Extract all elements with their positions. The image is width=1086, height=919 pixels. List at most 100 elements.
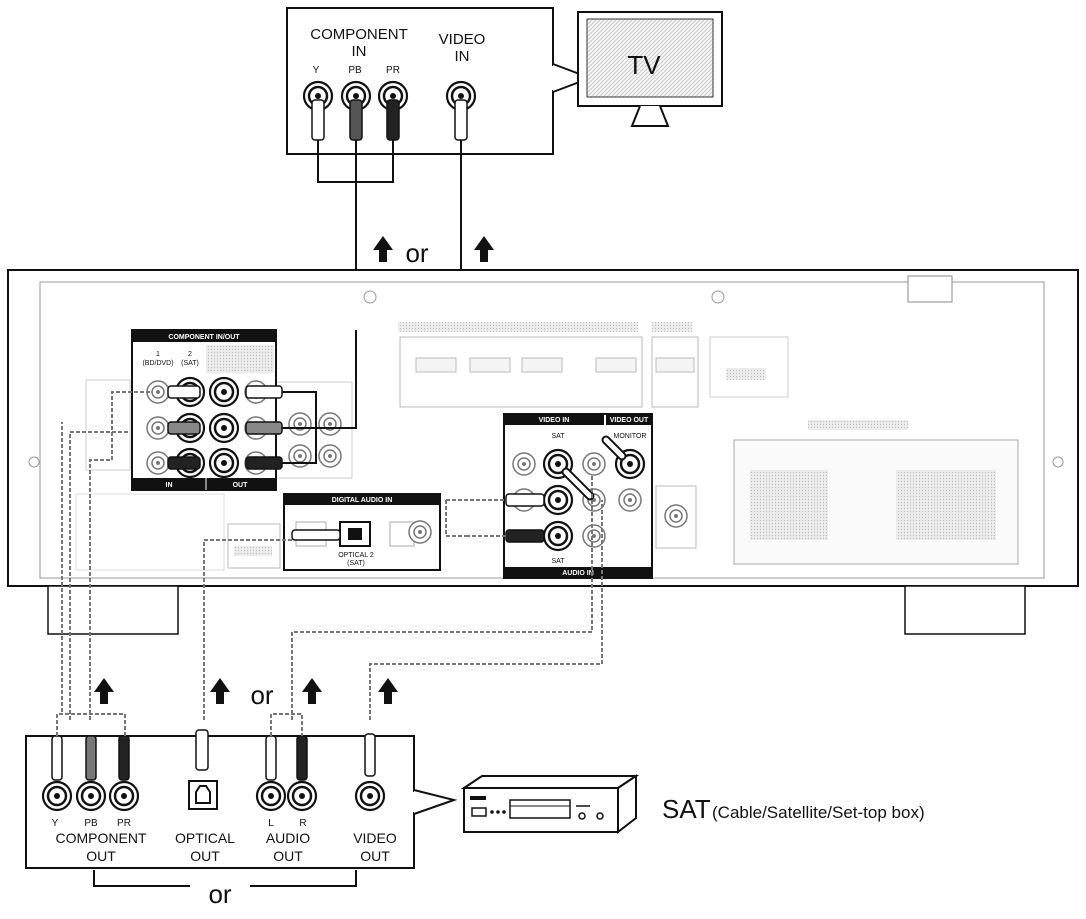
audio-in-sat-l-jack: [542, 484, 574, 516]
component-in1-pr-jack: [146, 451, 170, 475]
video-in-jack: [582, 452, 606, 476]
video-out-label-2: OUT: [360, 848, 390, 864]
audio-cable-plugs: [445, 499, 506, 537]
optical-plug: [291, 529, 341, 541]
component-panel-header: [132, 330, 276, 342]
sat-plug-pr: [118, 735, 130, 781]
sat-plug-pb: [85, 735, 97, 781]
up-arrow-icon: [373, 236, 393, 262]
subwoofer-group: [655, 485, 697, 549]
sat-device-title: SAT: [662, 794, 711, 824]
set-top-box-top: [460, 775, 640, 789]
plug-in-pb: [167, 421, 201, 435]
screw-icon: [28, 456, 40, 468]
sat-jack-l-label: L: [268, 818, 274, 829]
component-panel-footer: [132, 478, 276, 490]
tv-jack-pr-label: PR: [386, 65, 400, 76]
tv-component-in-label-1: COMPONENT: [310, 26, 408, 43]
component-out-label-2: OUT: [86, 848, 116, 864]
audio-plug-r: [505, 529, 545, 543]
hdmi-port: [595, 357, 637, 373]
comp-col2-label-1: 2: [188, 351, 192, 358]
hdmi-out-group: [651, 336, 699, 408]
up-arrow-icon: [474, 236, 494, 262]
sat-plug-y: [51, 735, 63, 781]
tv-callout-box: [286, 7, 554, 155]
sat-audio-l-jack: [255, 780, 287, 812]
knob-icon: [596, 812, 604, 820]
receiver-top-tab: [907, 275, 953, 303]
component-in1-pb-jack: [146, 416, 170, 440]
analog-jack: [318, 412, 342, 436]
video-out-title: VIDEO OUT: [610, 417, 649, 424]
sat-audio-r-jack: [286, 780, 318, 812]
tv-callout: COMPONENT IN VIDEO IN Y PB PR: [286, 7, 593, 155]
comp-out-label: OUT: [233, 482, 249, 489]
set-top-box-logo: [470, 796, 486, 800]
digital-panel-header: [284, 494, 440, 505]
sat-plug-optical: [195, 729, 209, 771]
sat-plug-video: [364, 733, 376, 777]
tv-screen: [586, 18, 714, 98]
optical-out-label-2: OUT: [190, 848, 220, 864]
or-label-middle: or: [250, 680, 273, 710]
hdmi-out-header: [652, 322, 692, 332]
component-cable-pb: [89, 391, 150, 720]
tv-component-plugs: [311, 99, 468, 141]
receiver-foot-right: [904, 585, 1026, 635]
tv-jack-y-label: Y: [313, 65, 320, 76]
up-arrow-icon: [210, 678, 230, 704]
sat-callout: Y PB PR L R COMPONENT OUT OPTICAL OUT AU…: [25, 713, 458, 869]
display-window: [509, 799, 571, 819]
ipod-port-group: [709, 336, 789, 398]
up-arrow-icon: [302, 678, 322, 704]
plug-out-y: [245, 385, 283, 399]
plug-out-pr: [245, 456, 283, 470]
audio-in-jack: [618, 488, 642, 512]
hdmi-out-port: [655, 357, 695, 373]
receiver-foot-left: [47, 585, 179, 635]
screw-icon: [1052, 456, 1064, 468]
up-arrow-icon: [94, 678, 114, 704]
audio-plug-l: [505, 493, 545, 507]
video-out-label-1: VIDEO: [353, 830, 397, 846]
audio-sat-label: SAT: [551, 558, 565, 565]
video-in-header: [504, 414, 604, 425]
component-in-out-panel: COMPONENT IN/OUT 1 (BD/DVD) 2 (SAT) IN O…: [131, 329, 283, 491]
power-button: [471, 807, 487, 817]
hdmi-port: [415, 357, 457, 373]
set-top-box: [460, 774, 640, 835]
hdmi-in-header: [398, 322, 638, 332]
monitor-label: MONITOR: [614, 433, 647, 440]
component-in1-y-jack: [146, 380, 170, 404]
video-out-header: [606, 414, 652, 425]
sat-optical-jack: [188, 780, 218, 810]
tv-set: TV: [577, 11, 723, 127]
component-cable-y: [69, 431, 128, 720]
speaker-terminal-block: [750, 470, 828, 540]
tv-video-in-label-1: VIDEO: [439, 31, 486, 48]
video-cable: [369, 500, 603, 720]
plug-in-pr: [167, 456, 201, 470]
audio-in-sat-r-jack: [542, 520, 574, 552]
hdmi-in-group: [399, 336, 643, 408]
coax-jack: [408, 520, 432, 544]
screw-icon: [711, 290, 725, 304]
optical2-label-2: (SAT): [347, 560, 365, 567]
video-in-jack: [512, 452, 536, 476]
analog-jack: [318, 444, 342, 468]
comp-col1-label-1: 1: [156, 351, 160, 358]
plug-out-pb: [245, 421, 283, 435]
audio-in-footer: [504, 567, 652, 578]
video-audio-panel: VIDEO IN VIDEO OUT SAT MONITOR SAT AUDIO…: [503, 413, 653, 579]
antenna-group: [85, 379, 131, 471]
comp-col2-label-2: (SAT): [181, 360, 199, 367]
bottom-bracket: or: [93, 870, 357, 909]
radio-group: [75, 493, 225, 571]
subwoofer-jack: [664, 504, 688, 528]
hdmi-port: [469, 357, 511, 373]
tv-screen-text: TV: [627, 50, 661, 80]
sat-plug-r: [296, 735, 308, 781]
